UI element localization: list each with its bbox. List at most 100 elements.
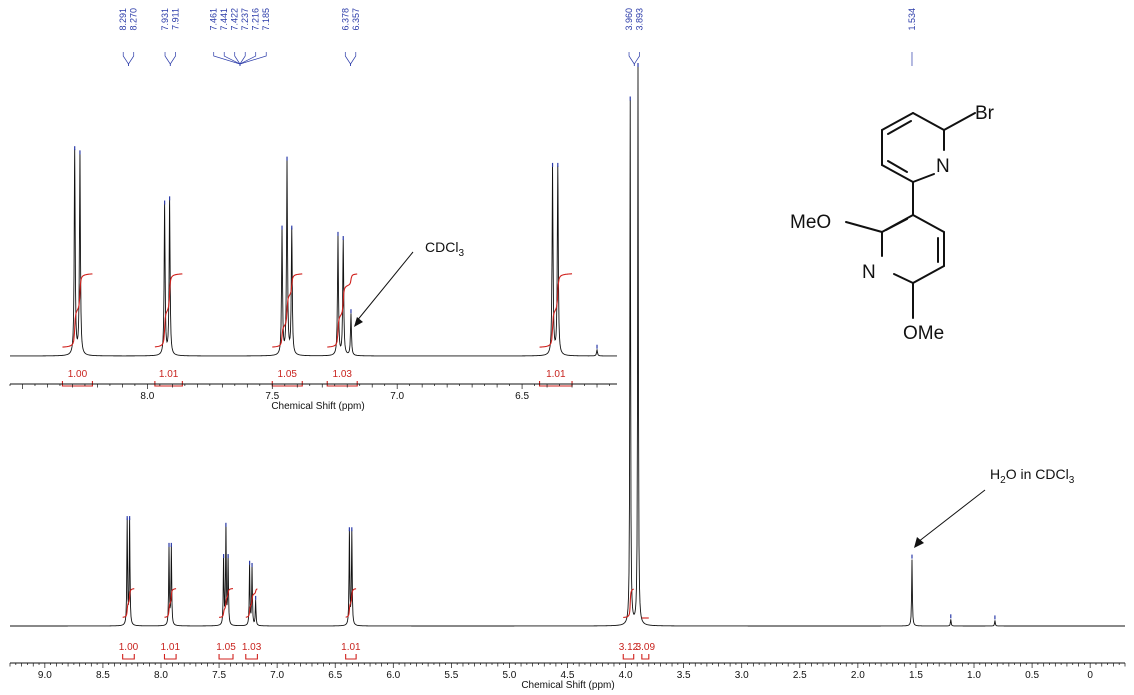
main-tick-label-4: 7.0 bbox=[270, 670, 284, 681]
molecule-structure: Br N MeO N OMe bbox=[790, 103, 995, 344]
main-integral-bracket-6 bbox=[641, 654, 650, 660]
main-tick-label-13: 2.5 bbox=[793, 670, 807, 681]
peak-label-2-2: 7.422 bbox=[230, 8, 240, 31]
inset-integral-label-4: 1.01 bbox=[546, 369, 566, 380]
annotation-water: H2O in CDCl3 bbox=[990, 466, 1075, 486]
annotation-cdcl3-arrow bbox=[355, 251, 414, 323]
atom-n-bottom: N bbox=[862, 262, 876, 283]
peak-label-0-0: 8.291 bbox=[118, 8, 128, 31]
inset-tick-label-2: 7.0 bbox=[390, 391, 404, 402]
main-integral-curve-3 bbox=[245, 588, 258, 618]
main-tick-label-5: 6.5 bbox=[328, 670, 342, 681]
inset-integral-label-1: 1.01 bbox=[159, 369, 179, 380]
peak-label-5-0: 1.534 bbox=[907, 8, 917, 31]
inset-spectrum: 1.00 1.01 1.05 1.03 1.01 8.0 7.5 7.0 6.5Chemical… bbox=[9, 146, 617, 412]
main-tick-label-14: 2.0 bbox=[851, 670, 865, 681]
atom-n-top: N bbox=[936, 156, 950, 177]
inset-x-axis-title: Chemical Shift (ppm) bbox=[271, 401, 364, 412]
peak-label-leader bbox=[350, 52, 357, 66]
peak-label-3-1: 6.357 bbox=[351, 8, 361, 31]
inset-integral-label-3: 1.03 bbox=[332, 369, 352, 380]
annotation-water-arrow bbox=[917, 489, 986, 543]
main-tick-label-7: 5.5 bbox=[444, 670, 458, 681]
main-integral-bracket-1 bbox=[163, 654, 177, 660]
peak-label-4-0: 3.960 bbox=[624, 8, 634, 31]
peak-label-leader bbox=[128, 52, 135, 66]
inset-spectrum-trace bbox=[10, 148, 617, 357]
main-tick-label-16: 1.0 bbox=[967, 670, 981, 681]
main-integral-curve-4 bbox=[345, 588, 357, 618]
main-integral-bracket-0 bbox=[122, 654, 135, 660]
peak-label-leader bbox=[633, 52, 640, 66]
peak-label-2-3: 7.237 bbox=[240, 8, 250, 31]
main-integral-label-3: 1.03 bbox=[242, 642, 262, 653]
main-integral-label-4: 1.01 bbox=[341, 642, 361, 653]
main-tick-label-3: 7.5 bbox=[212, 670, 226, 681]
main-tick-label-2: 8.0 bbox=[154, 670, 168, 681]
peak-label-1-0: 7.931 bbox=[160, 8, 170, 31]
inset-integral-label-2: 1.05 bbox=[278, 369, 298, 380]
main-integral-label-6: 3.09 bbox=[636, 642, 656, 653]
peak-label-1-1: 7.911 bbox=[171, 8, 181, 30]
peak-label-2-5: 7.185 bbox=[261, 8, 271, 31]
atom-br: Br bbox=[975, 103, 995, 124]
main-tick-label-11: 3.5 bbox=[677, 670, 691, 681]
main-integral-label-5: 3.12 bbox=[619, 642, 639, 653]
peak-label-leader bbox=[239, 52, 257, 66]
main-integral-label-1: 1.01 bbox=[161, 642, 181, 653]
annotation-cdcl3-arrowhead bbox=[353, 317, 363, 327]
peak-label-2-1: 7.441 bbox=[219, 8, 229, 31]
main-tick-label-10: 4.0 bbox=[619, 670, 633, 681]
main-tick-label-0: 9.0 bbox=[38, 670, 52, 681]
peak-label-leader bbox=[239, 52, 267, 66]
inset-integral-curve-1 bbox=[154, 273, 183, 348]
atom-meo: MeO bbox=[790, 212, 831, 233]
main-tick-label-17: 0.5 bbox=[1025, 670, 1039, 681]
main-x-axis-title: Chemical Shift (ppm) bbox=[521, 680, 614, 691]
main-tick-label-8: 5.0 bbox=[502, 670, 516, 681]
main-integral-bracket-5 bbox=[622, 654, 635, 660]
peak-label-3-0: 6.378 bbox=[340, 8, 350, 31]
peak-label-leader bbox=[628, 52, 635, 66]
inset-tick-label-3: 6.5 bbox=[515, 391, 529, 402]
peak-label-2-4: 7.216 bbox=[251, 8, 261, 31]
main-integral-bracket-4 bbox=[345, 654, 357, 660]
peak-label-0-1: 8.270 bbox=[129, 8, 139, 31]
main-tick-label-9: 4.5 bbox=[561, 670, 575, 681]
main-tick-label-18: 0 bbox=[1087, 670, 1093, 681]
main-integral-curve-1 bbox=[164, 588, 177, 618]
peak-label-4-1: 3.893 bbox=[635, 8, 645, 31]
peak-label-leader bbox=[122, 52, 129, 66]
inset-integral-curve-2 bbox=[272, 273, 303, 348]
peak-label-2-0: 7.461 bbox=[209, 8, 219, 31]
inset-tick-label-1: 7.5 bbox=[265, 391, 279, 402]
main-tick-label-1: 8.5 bbox=[96, 670, 110, 681]
inset-integral-label-0: 1.00 bbox=[68, 369, 88, 380]
main-integral-curve-2 bbox=[218, 588, 234, 618]
peak-label-leader bbox=[344, 52, 351, 66]
inset-integral-curve-4 bbox=[539, 273, 573, 348]
peak-label-leader bbox=[223, 52, 241, 66]
annotation-water-arrowhead bbox=[913, 537, 924, 548]
main-tick-label-6: 6.0 bbox=[386, 670, 400, 681]
peak-label-leader bbox=[169, 52, 176, 66]
main-integral-curve-5 bbox=[623, 588, 634, 618]
main-integral-bracket-2 bbox=[218, 654, 234, 660]
main-spectrum-trace bbox=[10, 66, 1125, 627]
inset-tick-label-0: 8.0 bbox=[140, 391, 154, 402]
inset-integral-curve-3 bbox=[327, 273, 358, 348]
annotation-cdcl3: CDCl3 bbox=[425, 239, 464, 259]
main-tick-label-15: 1.5 bbox=[909, 670, 923, 681]
atom-ome: OMe bbox=[903, 323, 944, 344]
inset-integral-curve-0 bbox=[62, 273, 93, 348]
main-integral-bracket-3 bbox=[245, 654, 258, 660]
main-integral-label-0: 1.00 bbox=[119, 642, 139, 653]
main-tick-label-12: 3.0 bbox=[735, 670, 749, 681]
peak-label-leader bbox=[164, 52, 171, 66]
peak-label-leader bbox=[213, 52, 241, 66]
main-integral-curve-0 bbox=[122, 588, 135, 618]
